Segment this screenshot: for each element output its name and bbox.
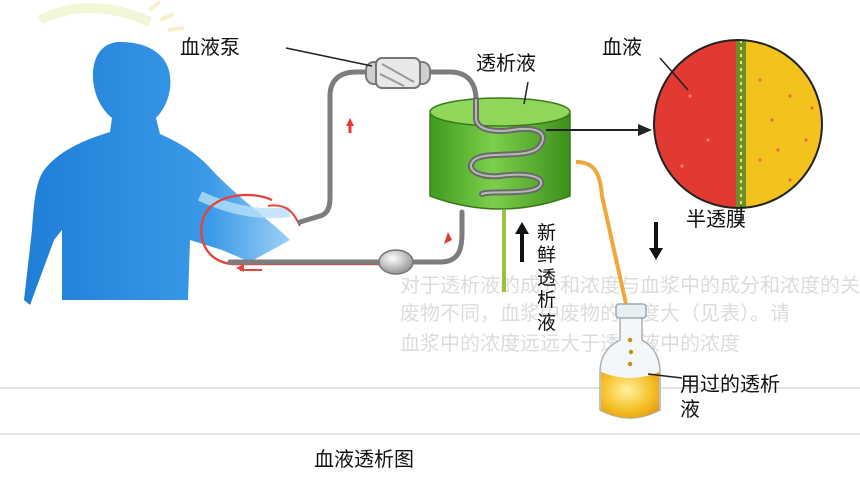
- up-arrow-icon: [515, 222, 529, 262]
- blood-leader-line: [659, 57, 689, 91]
- dialysate-leader-line: [523, 81, 529, 105]
- blood-pump: [365, 57, 431, 89]
- pump-leader-line: [285, 47, 373, 67]
- down-arrow-icon: [649, 222, 663, 260]
- blood-pump-label: 血液泵: [180, 35, 240, 59]
- blood-label: 血液: [602, 35, 642, 59]
- patient-silhouette: [24, 42, 291, 305]
- figure-caption: 血液透析图: [314, 447, 414, 471]
- corner-decoration: [37, 0, 185, 32]
- magnify-arrow: [546, 124, 652, 136]
- faded-background-text: 对于透析液的成分和浓度与血浆中的成分和浓度的关系 废物不同，血浆中废物的浓度大（…: [0, 273, 860, 435]
- faded-text-line: 血浆中的浓度远远大于透析液中的浓度: [400, 331, 740, 355]
- semipermeable-membrane-label: 半透膜: [686, 207, 746, 231]
- used-dialysate-leader-line: [647, 373, 683, 379]
- used-dialysate-label: 用过的透析液: [680, 372, 780, 421]
- dialyzer: [429, 97, 571, 210]
- fresh-dialysate-label: 新鲜透析液: [537, 222, 557, 334]
- used-dialysate-outlet: [575, 160, 632, 323]
- faded-text-line: 废物不同，血浆中废物的浓度大（见表）。请: [400, 301, 790, 325]
- used-dialysate-bottle: [599, 303, 661, 419]
- membrane-magnified-view: [653, 39, 823, 209]
- drip-chamber: [378, 249, 414, 275]
- blood-tubing: [227, 69, 479, 265]
- dialysate-label: 透析液: [476, 51, 536, 75]
- faded-text-line: 对于透析液的成分和浓度与血浆中的成分和浓度的关系: [400, 273, 860, 297]
